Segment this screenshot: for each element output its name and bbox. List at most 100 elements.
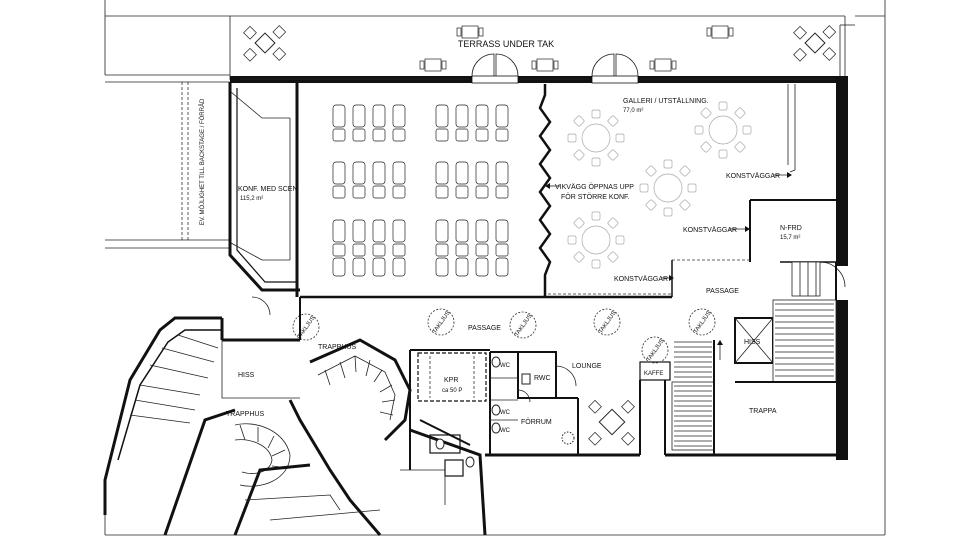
conference-chair — [475, 243, 489, 257]
conference-chair — [332, 128, 346, 142]
conference-chair — [435, 219, 449, 243]
gallery-room: GALLERI / UTSTÄLLNING. 77,0 m² KONSTVÄGG… — [567, 84, 796, 283]
gallery-chair — [591, 157, 601, 167]
gallery-chair — [679, 165, 691, 177]
east-stair-steps — [775, 303, 834, 377]
bistro-chair — [649, 60, 655, 70]
ceiling-light-circle — [427, 308, 455, 336]
folding-partition: VIKVÄGG ÖPPNAS UPP FÖR STÖRRE KONF. — [538, 84, 634, 297]
conference-chair — [455, 257, 469, 277]
nfrd-area: 15,7 m² — [780, 235, 800, 241]
forrum-label: FÖRRUM — [521, 418, 552, 426]
gallery-chair — [639, 183, 649, 193]
bistro-table — [461, 25, 479, 39]
toilet-block: RWC FÖRRUM WC WC WC — [489, 351, 579, 455]
conference-chair — [332, 243, 346, 257]
conference-chair — [435, 257, 449, 277]
ceiling-light-label: TAKLJUS — [514, 313, 534, 338]
conference-chair — [392, 104, 406, 128]
gallery-area: 77,0 m² — [623, 108, 643, 114]
conference-chair — [475, 128, 489, 142]
conference-chair — [332, 257, 346, 277]
conference-chair — [392, 243, 406, 257]
conference-area: 115,2 m² — [240, 196, 263, 202]
kpr-label: KPR — [444, 377, 458, 384]
bistro-table — [424, 58, 442, 72]
gallery-chair — [573, 115, 585, 127]
conference-chair — [475, 257, 489, 277]
backstage-zone: EV. MÖJLIGHET TILL BACKSTAGE / FÖRRÅD — [105, 74, 230, 249]
gallery-chair — [718, 149, 728, 159]
gallery-chair — [663, 207, 673, 217]
conference-chair — [435, 128, 449, 142]
conference-chair — [372, 128, 386, 142]
gallery-chair — [567, 235, 577, 245]
conference-chair — [455, 161, 469, 185]
gallery-chair — [567, 133, 577, 143]
art-walls-label-2: KONSTVÄGGAR — [683, 226, 737, 234]
bistro-table — [711, 25, 729, 39]
conference-chair — [435, 104, 449, 128]
coffee-counter: KAFFE — [639, 361, 671, 455]
conference-chair — [352, 185, 366, 199]
conference-chair — [392, 128, 406, 142]
gallery-chair — [700, 141, 712, 153]
conference-chair — [372, 104, 386, 128]
art-walls-label-3: KONSTVÄGGAR — [614, 275, 668, 283]
conference-chair — [352, 161, 366, 185]
stair-left-label: TRAPPHUS — [226, 411, 264, 418]
conference-chair — [455, 128, 469, 142]
lounge-label: LOUNGE — [572, 363, 602, 370]
gallery-chair — [607, 115, 619, 127]
gallery-chair — [700, 107, 712, 119]
stair-center-label: TRAPPHUS — [318, 344, 356, 351]
ceiling-light-label: TAKLJUS — [598, 310, 618, 335]
gallery-chair — [645, 199, 657, 211]
terrace-label: TERRASS UNDER TAK — [458, 39, 554, 49]
lift-left-label: HISS — [238, 372, 255, 379]
conference-chair — [475, 104, 489, 128]
kpr-capacity: ca 50 P — [442, 388, 462, 394]
gallery-chair — [607, 217, 619, 229]
conference-chair — [392, 219, 406, 243]
conference-chair — [352, 219, 366, 243]
conference-chair — [392, 185, 406, 199]
bistro-chair — [706, 27, 712, 37]
conference-chair — [372, 243, 386, 257]
partition-label-line2: FÖR STÖRRE KONF. — [561, 193, 630, 201]
conference-chair — [352, 243, 366, 257]
conference-chair — [475, 219, 489, 243]
gallery-chair — [591, 259, 601, 269]
gallery-chair — [679, 199, 691, 211]
rwc-label: RWC — [534, 375, 551, 382]
gallery-chair — [591, 211, 601, 221]
bistro-table — [536, 58, 554, 72]
conference-chair — [372, 257, 386, 277]
conference-chair — [495, 257, 509, 277]
terrace-doors — [471, 53, 639, 84]
conference-chair — [392, 161, 406, 185]
conference-chair — [455, 185, 469, 199]
conference-chair — [455, 104, 469, 128]
gallery-chair — [694, 125, 704, 135]
ceiling-light-label: TAKLJUS — [646, 338, 666, 363]
conference-chair — [495, 243, 509, 257]
coat-room: KPR ca 50 P — [410, 349, 490, 402]
conference-chair — [495, 128, 509, 142]
backstage-label: EV. MÖJLIGHET TILL BACKSTAGE / FÖRRÅD — [199, 98, 206, 225]
wc-label-2: WC — [500, 410, 511, 416]
lounge-area: LOUNGE PASSAGE — [468, 325, 640, 457]
conference-chair — [455, 243, 469, 257]
cafe-label: KAFFE — [644, 371, 663, 377]
ceiling-light-label: TAKLJUS — [432, 310, 452, 335]
conference-chair — [495, 185, 509, 199]
conference-chair — [332, 104, 346, 128]
stair-right-label: TRAPPA — [749, 408, 777, 415]
conference-label: KONF. MED SCEN — [238, 186, 298, 193]
gallery-chair — [615, 235, 625, 245]
passage-center-label: PASSAGE — [468, 325, 501, 332]
bistro-table — [654, 58, 672, 72]
conference-chair — [435, 185, 449, 199]
gallery-chair — [718, 101, 728, 111]
